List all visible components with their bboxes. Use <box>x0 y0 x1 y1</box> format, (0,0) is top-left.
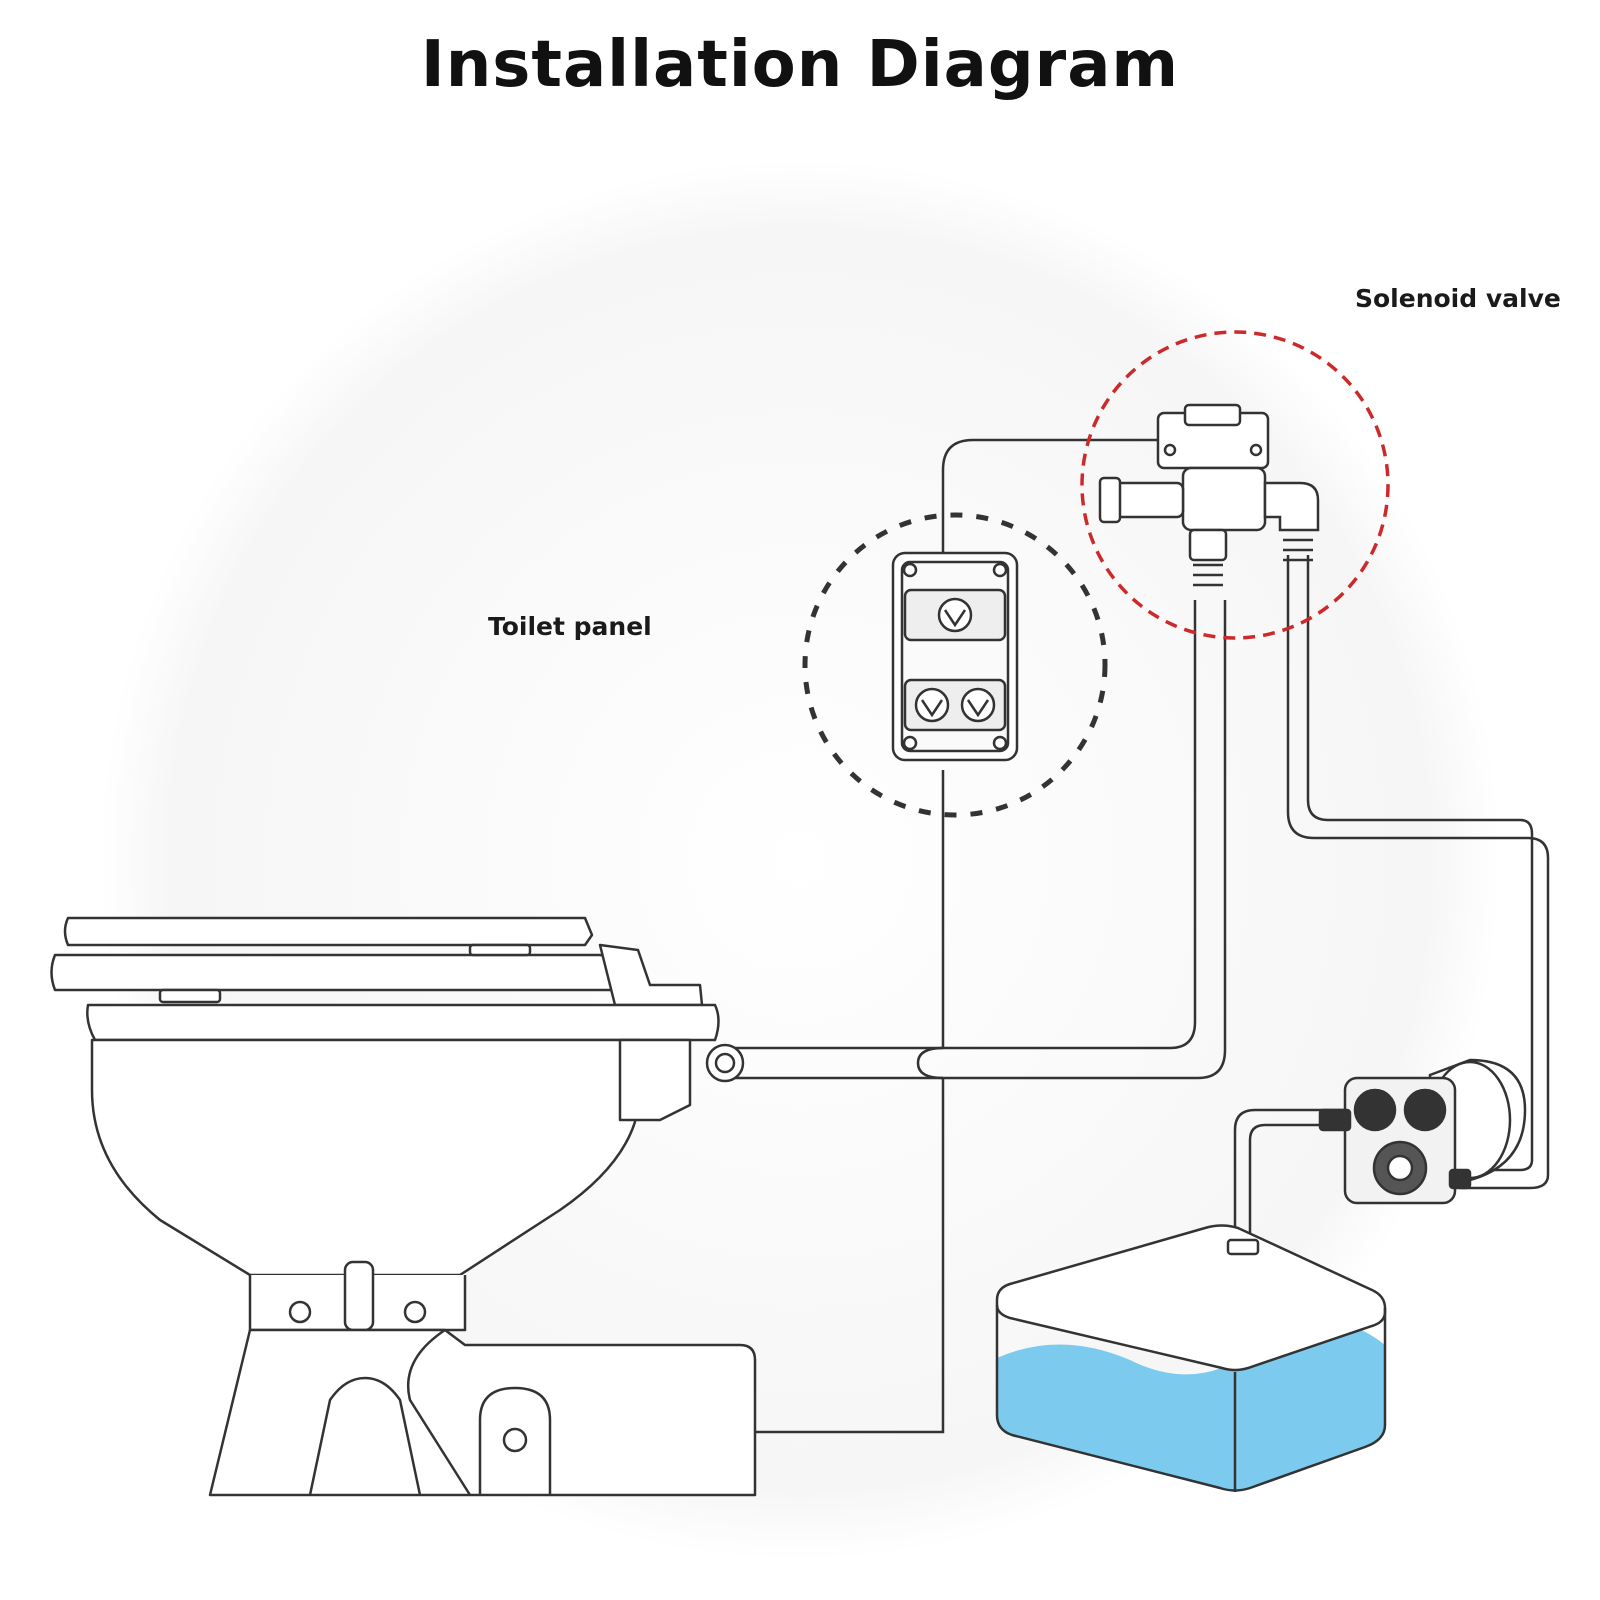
flush-arrow-icon <box>943 609 967 628</box>
valve-screw-left <box>1163 443 1177 457</box>
wiring <box>755 438 1180 1434</box>
wire-panel-to-toilet <box>755 770 945 1434</box>
valve-highlight-ring <box>1080 330 1390 640</box>
flush-button-icon <box>937 597 973 633</box>
diagram-title: Installation Diagram <box>420 28 1180 102</box>
valve-body <box>1181 466 1267 532</box>
seat-bumper-left <box>158 988 222 1004</box>
panel-screw-bl <box>902 735 918 751</box>
valve-outlet-barbs <box>1193 563 1223 587</box>
hose-valve-to-pump-inner <box>1306 555 1534 1172</box>
seat-bumper-right <box>468 943 532 957</box>
toilet <box>50 916 757 1497</box>
hose-pump-to-tank <box>1248 1123 1345 1245</box>
pump-port-right <box>1448 1168 1472 1190</box>
valve-screw-right <box>1249 443 1263 457</box>
fill-arrow-icon-left <box>920 699 944 718</box>
hose-toilet-to-valve-inner <box>730 600 1227 1080</box>
valve-outlet-fitting <box>1188 528 1228 562</box>
water-tank <box>995 1224 1387 1492</box>
panel-screw-br <box>992 735 1008 751</box>
toilet-lid <box>63 916 594 947</box>
pump-port-left <box>1318 1108 1352 1132</box>
hoses <box>730 555 1550 1245</box>
fill-button-icon-right <box>960 687 996 723</box>
valve-right-barbs <box>1283 538 1313 562</box>
valve-inlet-cap <box>1098 476 1122 524</box>
toilet-base-foot <box>478 1386 552 1495</box>
toilet-outlet-inner <box>714 1052 736 1074</box>
toilet-base-arch <box>308 1376 422 1496</box>
valve-elbow-right <box>1263 481 1320 532</box>
fill-arrow-icon-right <box>966 699 990 718</box>
solenoid-valve <box>1098 403 1320 587</box>
tank-fitting <box>1226 1238 1260 1256</box>
toilet-panel <box>891 551 1019 762</box>
solenoid-valve-label: Solenoid valve <box>1355 284 1561 313</box>
pump-chamber-top-right <box>1403 1088 1447 1132</box>
fill-button-icon-left <box>914 687 950 723</box>
pump-chamber-center <box>1386 1154 1414 1182</box>
wire-crossover <box>916 1046 944 1080</box>
wire-panel-to-valve <box>941 438 1180 555</box>
panel-highlight-ring <box>802 512 1108 818</box>
toilet-neck-channel <box>343 1260 375 1332</box>
water-pump <box>1318 1058 1527 1205</box>
toilet-base-bolt <box>502 1427 528 1453</box>
valve-coil-top <box>1183 403 1242 427</box>
neck-bolt-right <box>403 1300 427 1324</box>
hose-valve-to-pump <box>1286 555 1550 1190</box>
toilet-panel-label: Toilet panel <box>488 612 652 641</box>
toilet-macerator <box>618 1038 692 1122</box>
hose-toilet-to-valve <box>730 600 1197 1050</box>
toilet-seat <box>50 953 618 992</box>
hose-pump-to-tank-inner <box>1233 1108 1345 1245</box>
panel-screw-tr <box>992 562 1008 578</box>
pump-chamber-top-left <box>1353 1088 1397 1132</box>
toilet-rim <box>86 1003 720 1042</box>
neck-bolt-left <box>288 1300 312 1324</box>
toilet-base-front <box>406 1328 472 1496</box>
panel-screw-tl <box>902 562 918 578</box>
tank-water <box>997 1322 1385 1491</box>
toilet-base <box>208 1328 757 1497</box>
